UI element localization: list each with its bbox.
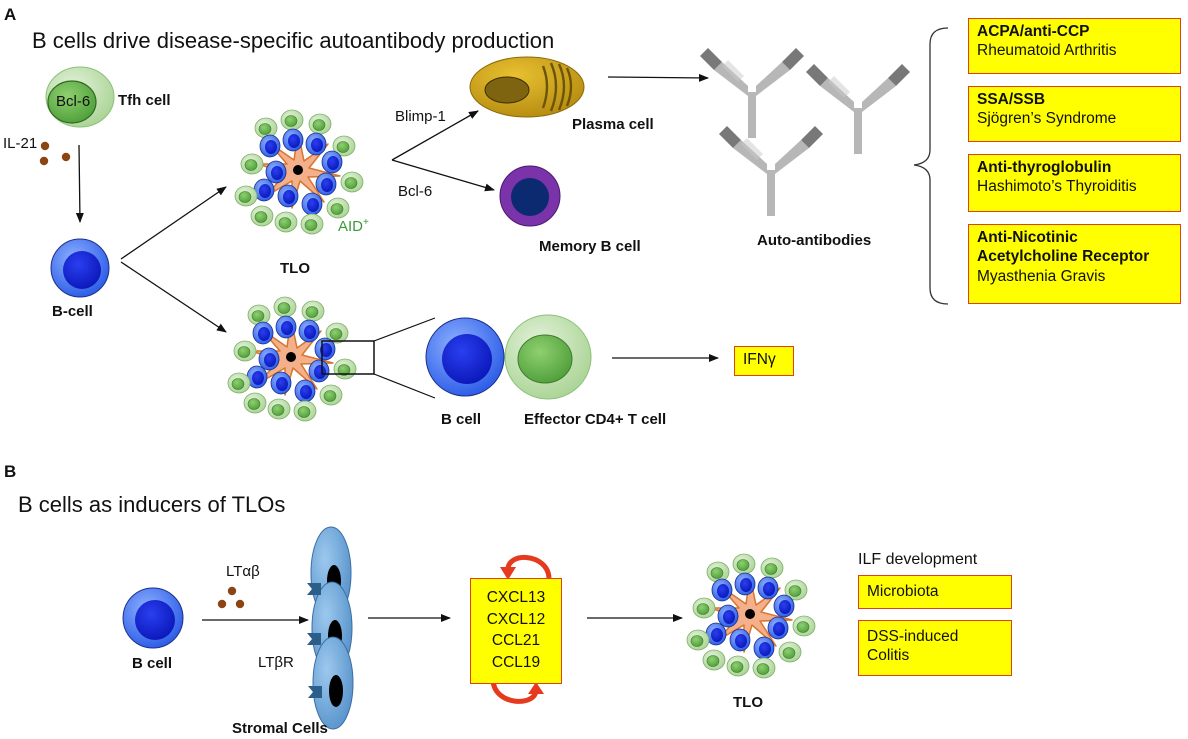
stromal-cells-label: Stromal Cells — [232, 720, 328, 737]
arrow-tfh-to-bcell — [75, 144, 84, 223]
memory-b-cell — [499, 165, 561, 227]
b-cell-a-label: B-cell — [52, 303, 93, 320]
effector-cd4-t-cell — [504, 314, 592, 400]
tlo-a-label: TLO — [280, 260, 310, 277]
title-b: B cells as inducers of TLOs — [18, 492, 286, 517]
chemokine-label: CXCL13 — [486, 589, 546, 606]
ilf-development-label: ILF development — [858, 551, 978, 568]
chemokine-label: CXCL12 — [486, 610, 546, 628]
antibody-label: Anti-Nicotinic Acetylcholine Receptor — [977, 229, 1150, 266]
b-cell-b — [122, 587, 184, 649]
tlo-cluster-b — [687, 554, 815, 678]
disease-label: Myasthenia Gravis — [977, 267, 1106, 285]
chemokine-label: CCL19 — [491, 654, 541, 672]
auto-antibodies-label: Auto-antibodies — [757, 232, 872, 249]
disease-box-ra: ACPA/anti-CCP Rheumatoid Arthritis — [968, 18, 1181, 74]
disease-box-myasthenia: Anti-Nicotinic Acetylcholine Receptor My… — [968, 224, 1181, 304]
plasma-cell — [469, 56, 585, 118]
zoom-box — [321, 340, 375, 375]
antibody-label: ACPA/anti-CCP — [977, 23, 1090, 40]
disease-label: Hashimoto’s Thyroiditis — [977, 178, 1137, 196]
arrow-to-plasma — [391, 110, 479, 161]
memory-b-cell-label: Memory B cell — [539, 238, 641, 255]
tlo-b-label: TLO — [733, 694, 763, 711]
disease-label: Sjögren’s Syndrome — [977, 110, 1117, 128]
chemokine-box: CXCL13 CXCL12 CCL21 CCL19 — [470, 578, 562, 684]
b-cell-zoomed — [425, 317, 505, 397]
lt-ab-label: LTαβ — [226, 563, 260, 580]
antibody-label: SSA/SSB — [977, 91, 1046, 108]
disease-label: Rheumatoid Arthritis — [977, 42, 1117, 60]
il21-cytokines — [39, 141, 71, 166]
disease-box-hashimoto: Anti-thyroglobulin Hashimoto’s Thyroidit… — [968, 154, 1181, 212]
blimp1-label: Blimp-1 — [395, 108, 446, 125]
ifng-label: IFNγ — [743, 351, 776, 368]
antibody-label: Anti-thyroglobulin — [977, 159, 1112, 176]
b-cell-a — [50, 238, 110, 298]
cycle-arrows — [490, 555, 552, 704]
title-a: B cells drive disease-specific autoantib… — [32, 28, 555, 53]
arrow-to-memory — [391, 159, 495, 192]
auto-antibodies — [700, 48, 910, 216]
effector-cd4-label: Effector CD4+ T cell — [524, 411, 667, 428]
tlo-cluster-effector — [228, 297, 356, 421]
tlo-cluster-a — [235, 110, 363, 234]
plasma-cell-label: Plasma cell — [572, 116, 654, 133]
panel-label-a: A — [4, 5, 17, 24]
tfh-cell-label: Tfh cell — [118, 92, 171, 109]
lt-br-label: LTβR — [258, 654, 294, 671]
stromal-cells — [307, 526, 354, 730]
arrow-to-antibodies — [607, 73, 709, 82]
ilf-box-microbiota: Microbiota — [858, 575, 1012, 609]
disease-box-sjogren: SSA/SSB Sjögren’s Syndrome — [968, 86, 1181, 142]
ilf-box-dss: DSS-induced Colitis — [858, 620, 1012, 676]
arrow-bcell-to-tlo-lower — [120, 261, 227, 333]
b-cell-b-label: B cell — [132, 655, 173, 672]
bcl6-inner-label: Bcl-6 — [56, 93, 91, 110]
tfh-cell — [45, 66, 115, 128]
il21-label: IL-21 — [3, 135, 38, 152]
chemokine-label: CCL21 — [491, 632, 541, 650]
ilf-factor-label: DSS-induced Colitis — [867, 628, 959, 665]
disease-bracket — [913, 27, 949, 305]
bcl6-arrow-label: Bcl-6 — [398, 183, 433, 200]
lt-ab-cytokines — [217, 586, 245, 609]
b-cell-zoom-label: B cell — [441, 411, 482, 428]
aid-label: AID+ — [338, 217, 369, 235]
arrow-bcell-to-tlo — [120, 186, 227, 260]
ilf-factor-label: Microbiota — [867, 583, 939, 600]
ifng-box: IFNγ — [734, 346, 794, 376]
panel-label-b: B — [4, 462, 17, 481]
